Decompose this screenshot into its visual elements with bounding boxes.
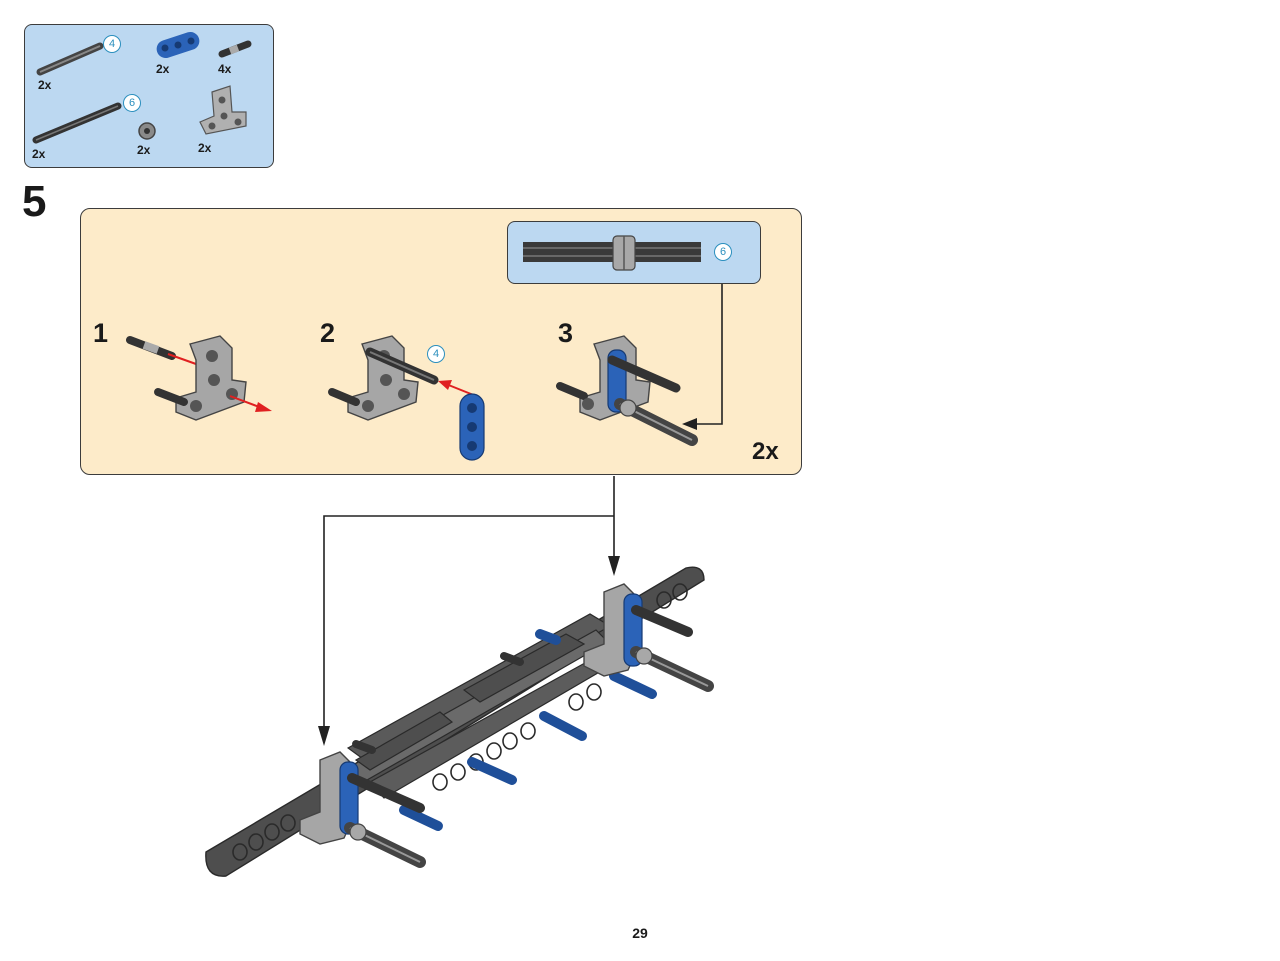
qty-pin: 4x <box>218 62 232 76</box>
step-number: 5 <box>22 177 47 226</box>
sub-step-2: 2 <box>320 318 336 348</box>
qty-blue-beam: 2x <box>156 62 170 76</box>
qty-axle-4: 2x <box>38 78 52 92</box>
callout-length-badge: 6 <box>714 243 732 261</box>
page-number: 29 <box>632 925 648 941</box>
sub-step-3: 3 <box>558 318 574 348</box>
length-badge-4: 4 <box>103 35 121 53</box>
main-assembly-art <box>205 566 714 877</box>
qty-axle-6: 2x <box>32 147 46 161</box>
qty-t-beam: 2x <box>198 141 212 155</box>
qty-bush: 2x <box>137 143 151 157</box>
length-badge-6: 6 <box>123 94 141 112</box>
inline-length-badge: 4 <box>427 345 445 363</box>
sub-step-1: 1 <box>93 318 109 348</box>
multiplier-label: 2x <box>752 438 779 465</box>
